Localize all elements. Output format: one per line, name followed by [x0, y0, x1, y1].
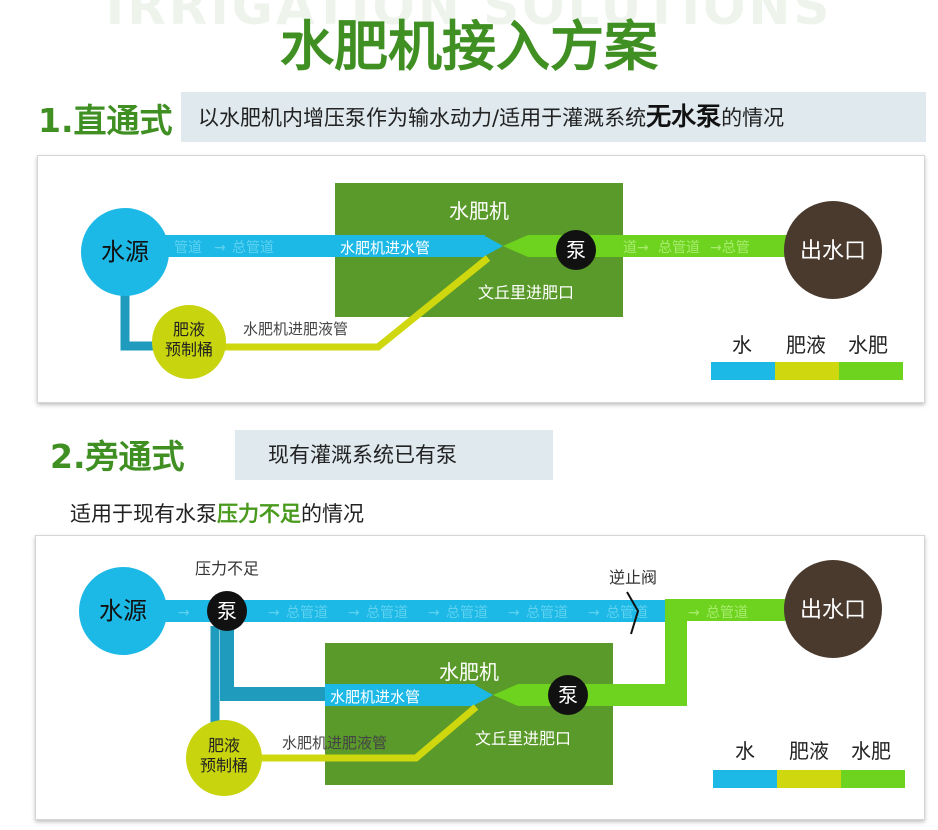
diagram2-water-source	[79, 567, 167, 655]
diagram2-pipe-text-4: 总管道	[526, 605, 568, 621]
diagram1-tank-line2: 预制桶	[165, 340, 213, 359]
diagram2-check-valve-symbol	[626, 591, 640, 635]
diagram2-legend-water-label: 水	[735, 739, 755, 763]
diagram2-tank-line2: 预制桶	[200, 756, 248, 775]
diagram1-pipe-arrow-1: →	[214, 240, 226, 256]
diagram1-panel: 管道 → 总管道 水肥机 水肥机进水管 水肥机进肥液管 文丘里进肥口 道→ 总管…	[37, 155, 925, 403]
diagram1-water-pipe	[153, 235, 336, 257]
diagram2-panel: 水肥机 → → 总管道 → 总管道 → 总管道 → 总管道 → 总管道 水肥机进…	[35, 535, 925, 820]
diagram1-fert-pipe-label: 水肥机进肥液管	[243, 320, 348, 338]
diagram2-outlet	[784, 560, 882, 658]
background-watermark-text: IRRIGATION SOLUTIONS	[105, 0, 833, 36]
diagram1-fert-tank	[152, 305, 226, 379]
diagram1-inlet-pipe-label: 水肥机进水管	[340, 239, 430, 257]
diagram2-source-label: 水源	[99, 597, 147, 625]
page-title: 水肥机接入方案	[280, 15, 658, 78]
diagram2-pipe-text-1: 总管道	[286, 605, 328, 621]
diagram1-legend-water-label: 水	[732, 333, 752, 357]
diagram1-venturi-label: 文丘里进肥口	[478, 283, 574, 302]
diagram2-pipe-arrow-3: →	[428, 605, 440, 621]
section2-label: 2.旁通式	[50, 437, 185, 476]
diagram2-pipe-text-5: 总管道	[606, 605, 648, 621]
diagram2-legend-fert-label: 肥液	[789, 739, 829, 763]
diagram1-legend-fert-swatch	[775, 362, 839, 380]
diagram1-pipe-text-2: 总管道	[232, 240, 274, 256]
diagram1-out-text-2: 总管道	[658, 240, 700, 256]
diagram2-venturi-out	[493, 684, 564, 706]
section1-desc-prefix: 以水肥机内增压泵作为输水动力/适用于灌溉系统	[198, 106, 647, 130]
diagram1-inlet-pipe	[335, 235, 485, 257]
diagram1-output-pipe	[576, 235, 796, 257]
diagram2-legend-water-swatch	[713, 770, 777, 788]
section1-desc-bold: 无水泵	[646, 102, 722, 131]
diagram1-source-label: 水源	[101, 238, 149, 266]
diagram1-svg: 管道 → 总管道 水肥机 水肥机进水管 水肥机进肥液管 文丘里进肥口 道→ 总管…	[81, 183, 903, 380]
diagram2-inlet-pipe-label: 水肥机进水管	[330, 688, 420, 706]
diagram2-tank-line1: 肥液	[208, 736, 240, 755]
diagram2-legend-mix-label: 水肥	[851, 739, 891, 763]
diagram2-water-pipe	[156, 600, 669, 622]
diagram2-main-pump	[207, 591, 247, 631]
diagram2-fert-pipe-label: 水肥机进肥液管	[282, 734, 387, 752]
section1-description-box: 以水肥机内增压泵作为输水动力/适用于灌溉系统无水泵的情况	[181, 92, 926, 142]
diagram2-fert-pipe	[256, 704, 479, 762]
diagram1-pipe-text-1: 管道	[174, 240, 202, 256]
diagram2-pipe-text-2: 总管道	[366, 605, 408, 621]
diagram2-pipe-arrow-2: →	[348, 605, 360, 621]
diagram2-legend-fert-swatch	[777, 770, 841, 788]
diagram2-bypass-pipe	[220, 626, 336, 701]
diagram1-outlet	[784, 201, 882, 299]
diagram1-water-source	[81, 208, 169, 296]
diagram2-svg: 水肥机 → → 总管道 → 总管道 → 总管道 → 总管道 → 总管道 水肥机进…	[79, 559, 905, 796]
diagram1-legend-fert-label: 肥液	[786, 333, 826, 357]
diagram1-fert-pipe	[223, 255, 491, 351]
diagram2-main-pump-label: 泵	[217, 599, 237, 623]
diagram2-machine-label: 水肥机	[439, 660, 499, 684]
diagram2-pipe-arrow-4: →	[508, 605, 520, 621]
diagram1-pump-label: 泵	[566, 238, 586, 262]
section2-description: 适用于现有水泵压力不足的情况	[70, 498, 364, 528]
section2-box: 现有灌溉系统已有泵	[235, 430, 553, 480]
section2-desc-suffix: 的情况	[301, 502, 364, 526]
diagram2-venturi-in	[473, 684, 493, 706]
diagram2-pipe-arrow-1: →	[268, 605, 280, 621]
diagram1-out-text-3: →总管	[710, 240, 750, 256]
diagram2-pressure-note: 压力不足	[195, 559, 259, 578]
diagram1-legend-water-swatch	[711, 362, 775, 380]
diagram2-out-arrow: →	[688, 605, 700, 621]
diagram2-check-valve-label: 逆止阀	[609, 568, 657, 587]
diagram1-venturi-in	[483, 235, 503, 257]
diagram2-pipe-arrow-0: →	[178, 605, 190, 621]
section2-desc-highlight: 压力不足	[217, 502, 301, 526]
diagram2-pipe-text-3: 总管道	[446, 605, 488, 621]
diagram1-legend-mix-swatch	[839, 362, 903, 380]
diagram1-machine-label: 水肥机	[449, 199, 509, 223]
section1-label: 1.直通式	[38, 101, 173, 140]
diagram2-machine-pump	[548, 675, 588, 715]
diagram2-venturi-label: 文丘里进肥口	[475, 729, 571, 748]
diagram1-out-text-1: 道→	[623, 240, 649, 256]
diagram2-legend-mix-swatch	[841, 770, 905, 788]
diagram2-pipe-arrow-5: →	[588, 605, 600, 621]
section2-desc-prefix: 适用于现有水泵	[70, 502, 217, 526]
diagram1-tank-line1: 肥液	[173, 320, 205, 339]
diagram2-out-text: 总管道	[706, 605, 748, 621]
section1-desc-suffix: 的情况	[721, 106, 785, 130]
diagram2-mixed-pipe	[564, 599, 796, 706]
diagram1-pump	[556, 230, 596, 270]
diagram2-inlet-pipe	[325, 684, 475, 706]
diagram2-fert-tank	[186, 720, 262, 796]
diagram1-outlet-label: 出水口	[800, 239, 866, 264]
diagram2-outlet-label: 出水口	[800, 598, 866, 623]
diagram1-legend-mix-label: 水肥	[848, 333, 888, 357]
diagram2-machine-pump-label: 泵	[558, 683, 578, 707]
